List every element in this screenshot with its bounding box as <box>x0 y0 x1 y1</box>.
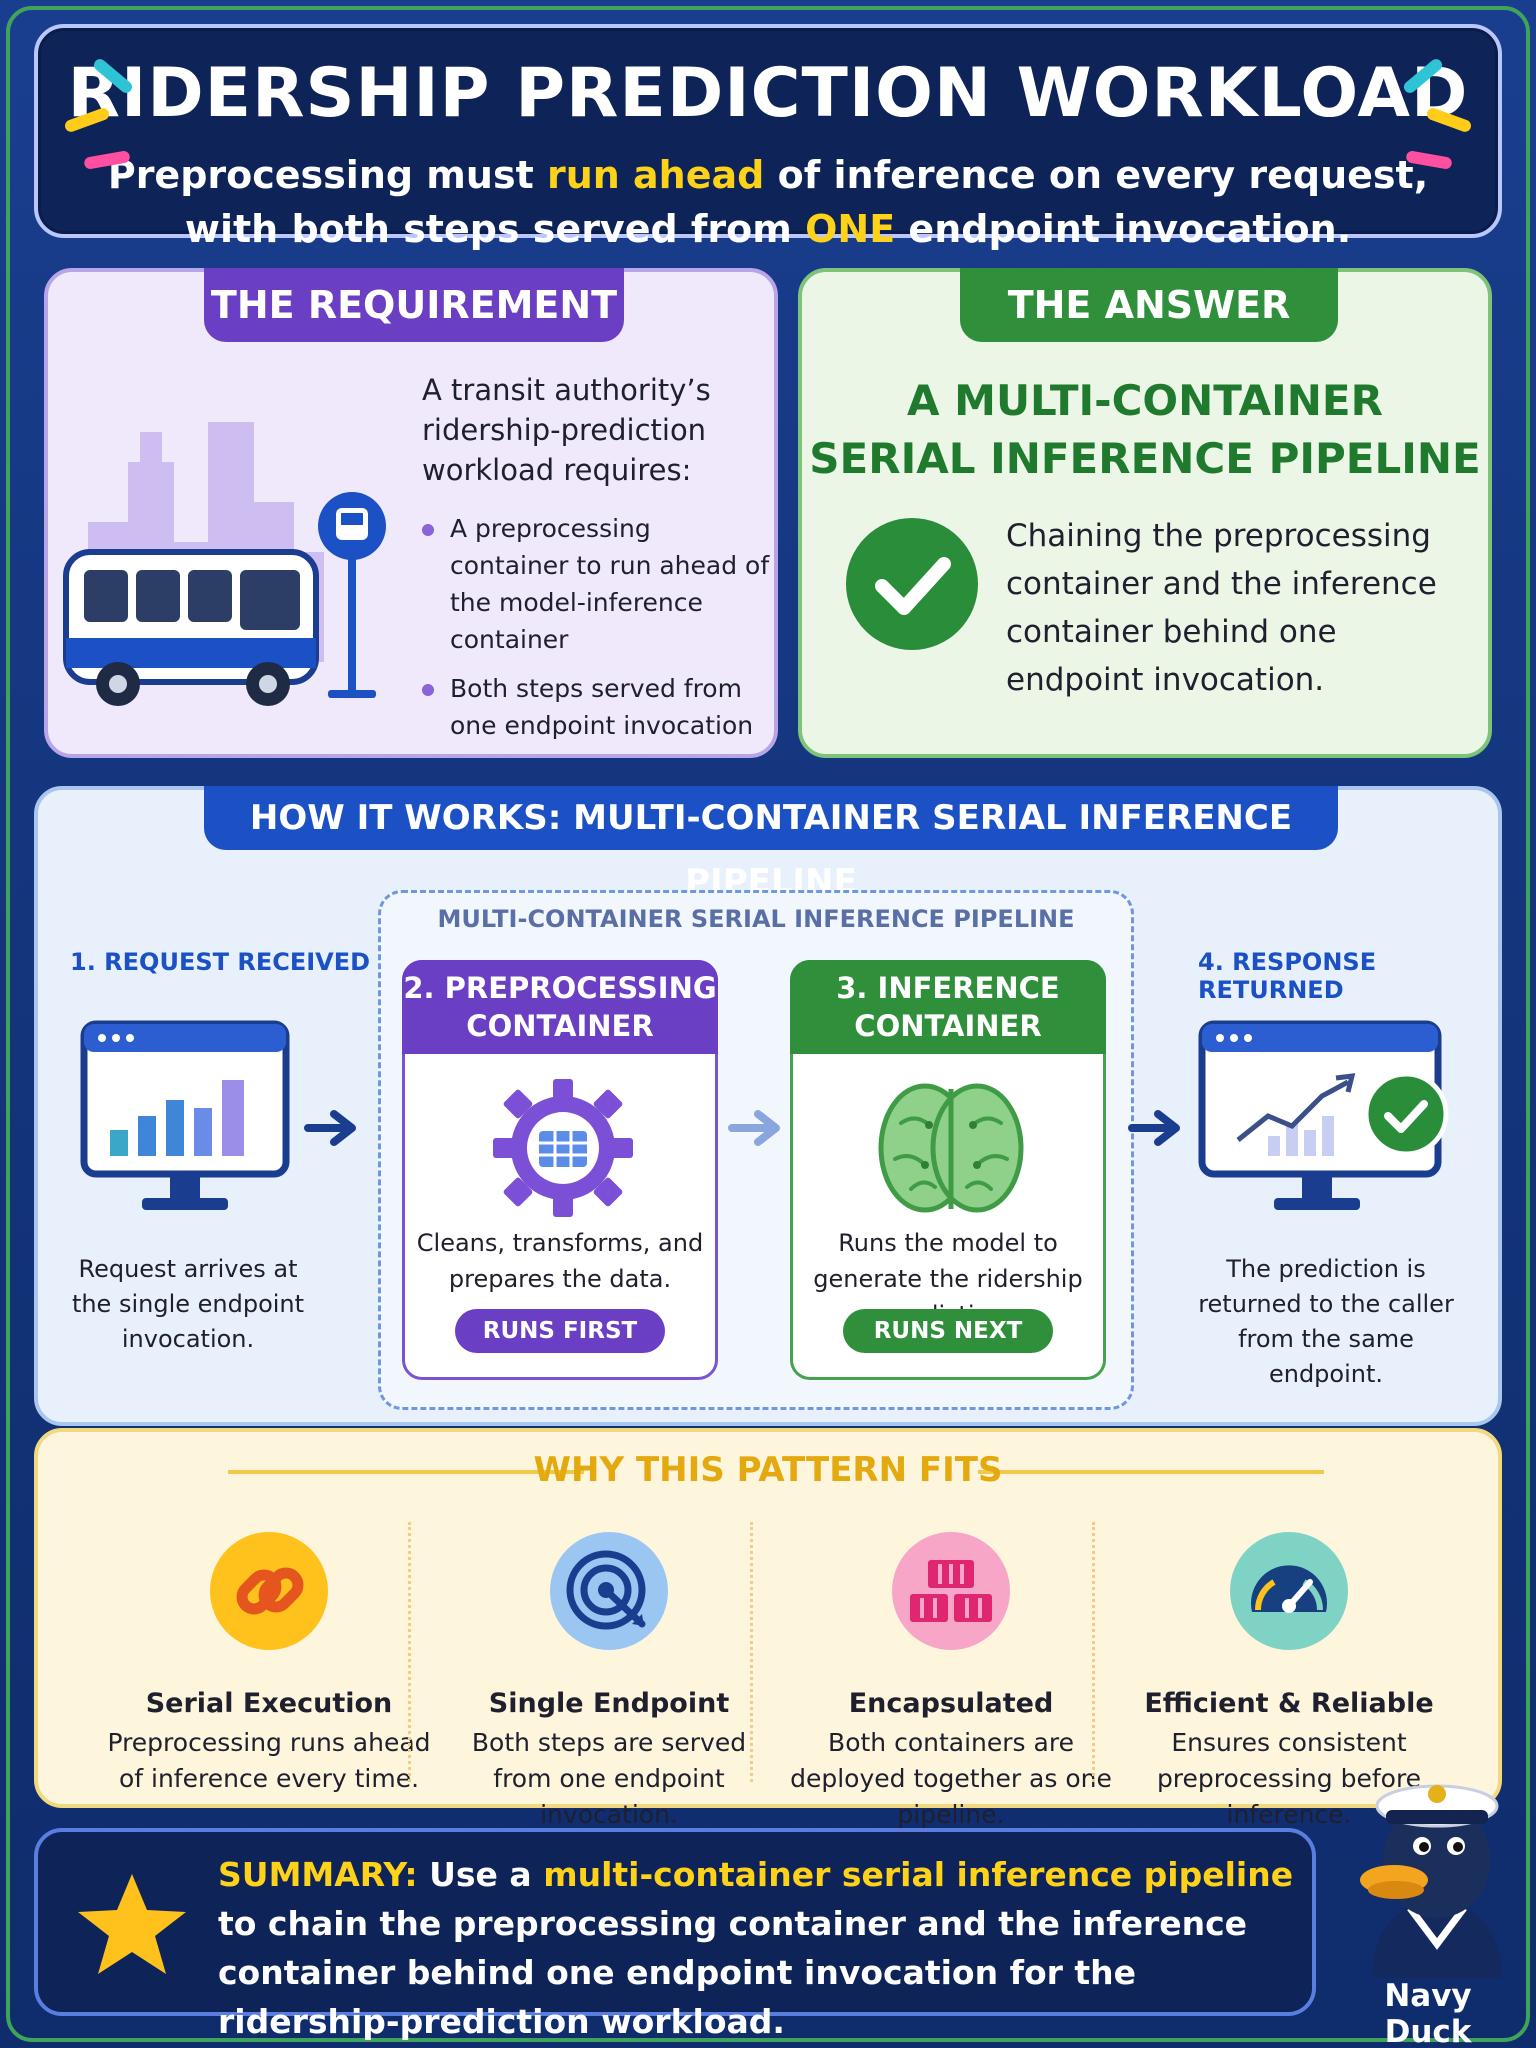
runs-next-badge: RUNS NEXT <box>843 1309 1053 1353</box>
summary-body: Use a <box>417 1855 544 1894</box>
arrow-right-icon <box>304 1110 356 1146</box>
why-item-name: Serial Execution <box>145 1688 393 1719</box>
why-item-desc: Both containers are deployed together as… <box>790 1728 1112 1829</box>
check-icon <box>846 518 978 650</box>
requirement-list: A preprocessing container to run ahead o… <box>422 510 772 756</box>
subtitle-text: of inference on every request, <box>764 153 1429 197</box>
summary-body: to chain the preprocessing container and… <box>218 1904 1248 2041</box>
arrow-right-icon <box>728 1110 780 1146</box>
why-item-name: Encapsulated <box>848 1688 1054 1719</box>
divider <box>228 1470 584 1474</box>
page-title: RIDERSHIP PREDICTION WORKLOAD <box>67 54 1469 133</box>
mascot-name: Navy Duck <box>1384 1978 1472 2048</box>
why-item-efficient: Efficient & Reliable Ensures consistent … <box>1124 1532 1454 1833</box>
requirement-label: THE REQUIREMENT <box>204 268 624 342</box>
stage-title-line: CONTAINER <box>854 1009 1042 1043</box>
monitor-chart-icon <box>80 1020 290 1210</box>
page-frame <box>6 6 1530 2042</box>
preprocessing-header: 2. PREPROCESSING CONTAINER <box>402 960 718 1054</box>
containers-icon <box>892 1532 1010 1650</box>
subtitle-text: Preprocessing must <box>107 153 547 197</box>
why-item-encapsulated: Encapsulated Both containers are deploye… <box>786 1532 1116 1833</box>
divider <box>1092 1522 1095 1782</box>
answer-heading-line: SERIAL INFERENCE PIPELINE <box>809 434 1481 483</box>
runs-first-badge: RUNS FIRST <box>455 1309 665 1353</box>
why-item-name: Single Endpoint <box>488 1688 730 1719</box>
why-item-name: Efficient & Reliable <box>1144 1688 1434 1719</box>
subtitle-highlight: run ahead <box>546 153 765 197</box>
requirement-intro: A transit authority’s ridership-predicti… <box>422 373 711 487</box>
stage-title-line: CONTAINER <box>466 1009 654 1043</box>
preprocessing-container-card: 2. PREPROCESSING CONTAINER Cleans, trans… <box>402 960 718 1380</box>
gauge-icon <box>1230 1532 1348 1650</box>
stage-title-line: 3. INFERENCE <box>836 971 1060 1005</box>
why-card: WHY THIS PATTERN FITS Serial Execution P… <box>34 1428 1502 1829</box>
answer-label: THE ANSWER <box>960 268 1338 342</box>
inference-caption: Runs the model to generate the ridership… <box>813 1229 1083 1329</box>
divider <box>408 1522 411 1782</box>
subtitle-text: with both steps served from <box>184 207 806 251</box>
summary-text: SUMMARY: Use a multi-container serial in… <box>218 1850 1298 2046</box>
subtitle-text: endpoint invocation. <box>895 207 1352 251</box>
bus-stop-sign-icon <box>318 492 386 698</box>
answer-heading-line: A MULTI-CONTAINER <box>907 376 1383 425</box>
page-subtitle: Preprocessing must run ahead of inferenc… <box>38 148 1498 256</box>
bus-icon <box>63 549 319 706</box>
stage-title-line: 2. PREPROCESSING <box>403 971 717 1005</box>
why-item-endpoint: Single Endpoint Both steps are served fr… <box>444 1532 774 1833</box>
divider <box>750 1522 753 1782</box>
navy-duck-mascot-icon <box>1360 1784 1502 1978</box>
why-item-desc: Both steps are served from one endpoint … <box>471 1728 747 1829</box>
pipeline-label: MULTI-CONTAINER SERIAL INFERENCE PIPELIN… <box>437 905 1075 933</box>
gear-table-icon <box>493 1079 633 1217</box>
inference-header: 3. INFERENCE CONTAINER <box>790 960 1106 1054</box>
list-item: A preprocessing container to run ahead o… <box>422 510 772 658</box>
why-title: WHY THIS PATTERN FITS <box>533 1450 1003 1490</box>
header-banner: RIDERSHIP PREDICTION WORKLOAD Preprocess… <box>34 24 1502 251</box>
why-item-serial: Serial Execution Preprocessing runs ahea… <box>104 1532 434 1797</box>
how-it-works-card: HOW IT WORKS: MULTI-CONTAINER SERIAL INF… <box>34 786 1502 1426</box>
requirement-card: THE REQUIREMENT A tran <box>44 268 778 758</box>
how-it-works-label: HOW IT WORKS: MULTI-CONTAINER SERIAL INF… <box>204 786 1338 902</box>
arrow-right-icon <box>1128 1110 1180 1146</box>
link-icon <box>210 1532 328 1650</box>
step-response-caption: The prediction is returned to the caller… <box>1198 1255 1454 1388</box>
preprocessing-caption: Cleans, transforms, and prepares the dat… <box>416 1229 704 1293</box>
step-request-label: 1. REQUEST RECEIVED <box>70 948 371 976</box>
brain-icon <box>878 1083 1024 1213</box>
step-response-label: 4. RESPONSE RETURNED <box>1198 948 1377 1004</box>
step-request-caption: Request arrives at the single endpoint i… <box>71 1255 305 1353</box>
star-icon <box>78 1874 186 1974</box>
summary-label: SUMMARY: <box>218 1855 418 1894</box>
inference-container-card: 3. INFERENCE CONTAINER Runs the model to… <box>790 960 1106 1380</box>
answer-card: THE ANSWER A MULTI-CONTAINER SERIAL INFE… <box>798 268 1492 758</box>
summary-card: SUMMARY: Use a multi-container serial in… <box>34 1828 1316 2041</box>
why-item-desc: Preprocessing runs ahead of inference ev… <box>107 1728 431 1793</box>
divider <box>978 1470 1324 1474</box>
list-item: Both steps served from one endpoint invo… <box>422 670 772 744</box>
answer-text: Chaining the preprocessing container and… <box>1006 518 1437 698</box>
target-icon <box>550 1532 668 1650</box>
bus-city-illustration <box>63 422 386 706</box>
answer-heading: A MULTI-CONTAINER SERIAL INFERENCE PIPEL… <box>802 372 1488 488</box>
monitor-check-icon <box>1198 1020 1449 1210</box>
subtitle-highlight: ONE <box>805 207 896 251</box>
why-item-desc: Ensures consistent preprocessing before … <box>1156 1728 1422 1829</box>
summary-highlight: multi-container serial inference pipelin… <box>543 1855 1294 1894</box>
